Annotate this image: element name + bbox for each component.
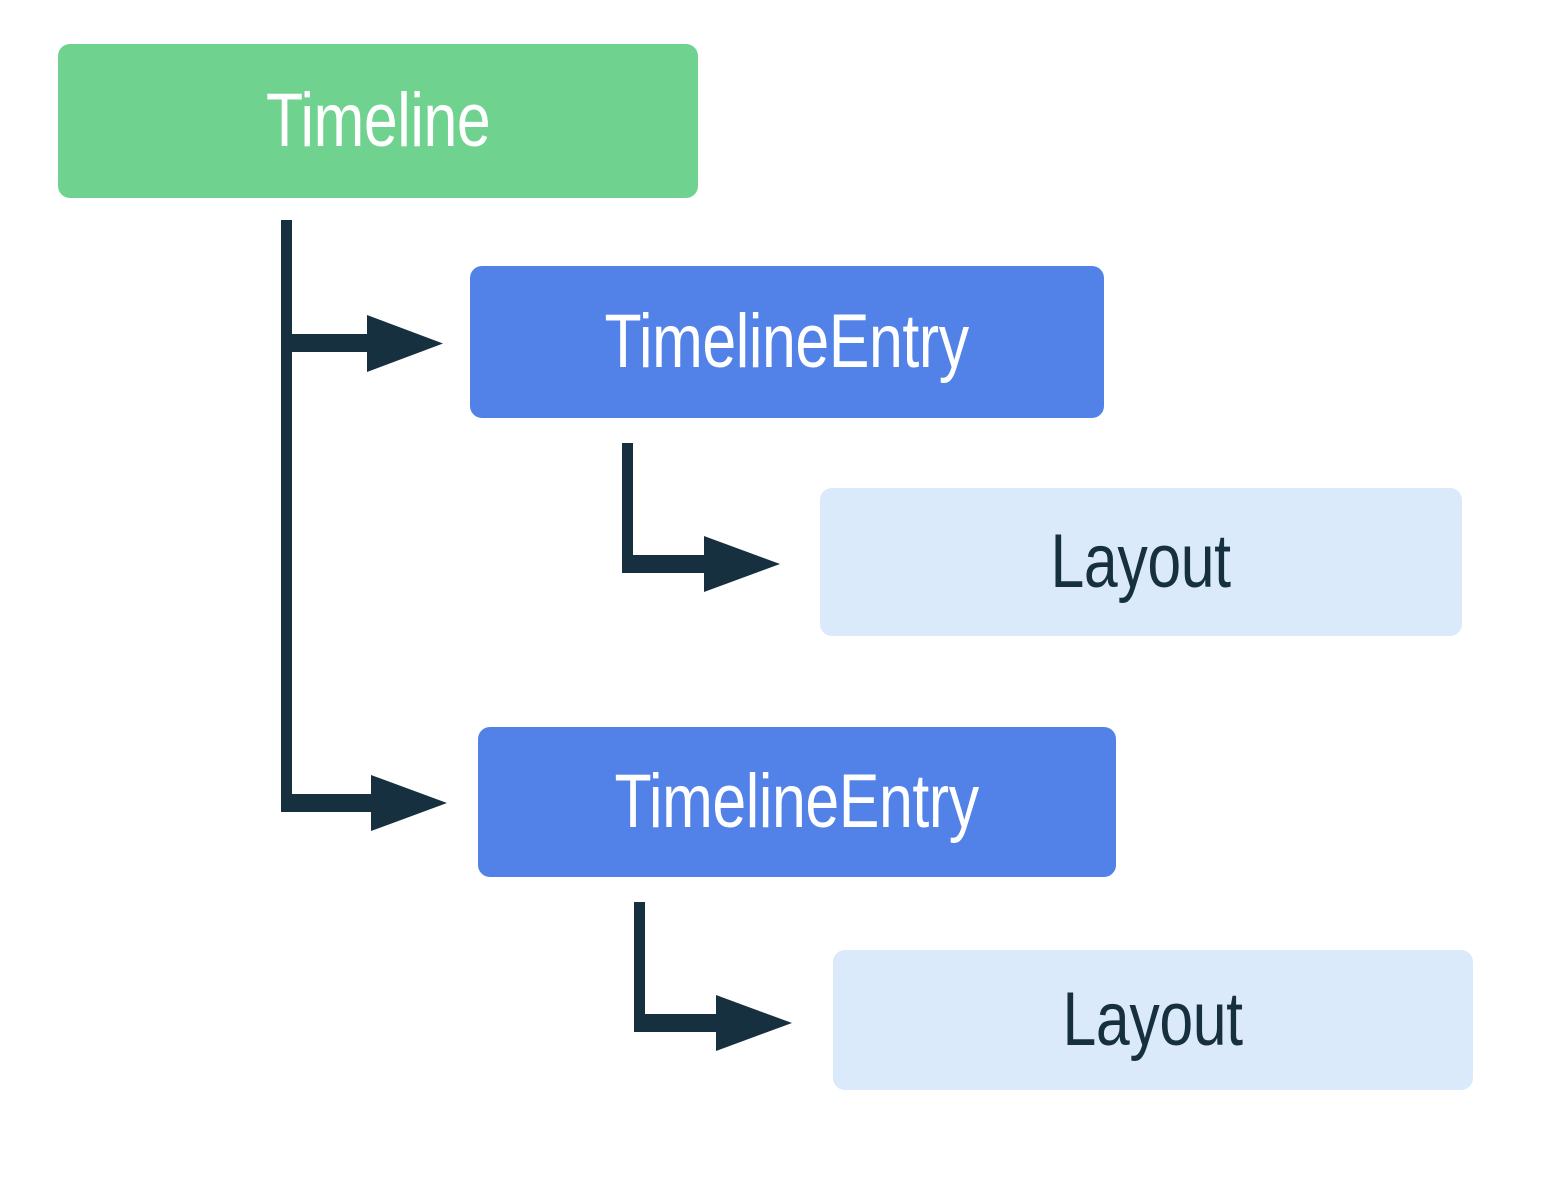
node-layout-2[interactable]: Layout bbox=[833, 950, 1473, 1090]
connector-timeline-trunk bbox=[281, 220, 292, 810]
node-timeline-label: Timeline bbox=[265, 78, 491, 163]
node-layout-1[interactable]: Layout bbox=[820, 488, 1462, 636]
node-timeline[interactable]: Timeline bbox=[58, 44, 698, 198]
node-timelineentry-2-label: TimelineEntry bbox=[614, 759, 980, 844]
node-timelineentry-1-label: TimelineEntry bbox=[604, 299, 970, 384]
node-layout-1-label: Layout bbox=[1050, 519, 1232, 604]
connector-entry-1-to-layout-1 bbox=[622, 443, 780, 592]
connector-timeline-to-entry-1 bbox=[281, 315, 443, 372]
connector-timeline-to-entry-2 bbox=[281, 775, 447, 831]
connector-entry-2-to-layout-2 bbox=[634, 902, 792, 1051]
arrowhead-icon bbox=[716, 995, 792, 1051]
arrowhead-icon bbox=[367, 315, 443, 372]
arrowhead-icon bbox=[371, 775, 447, 831]
node-timelineentry-1[interactable]: TimelineEntry bbox=[470, 266, 1104, 418]
node-layout-2-label: Layout bbox=[1062, 977, 1244, 1062]
node-timelineentry-2[interactable]: TimelineEntry bbox=[478, 727, 1116, 877]
arrowhead-icon bbox=[704, 536, 780, 592]
